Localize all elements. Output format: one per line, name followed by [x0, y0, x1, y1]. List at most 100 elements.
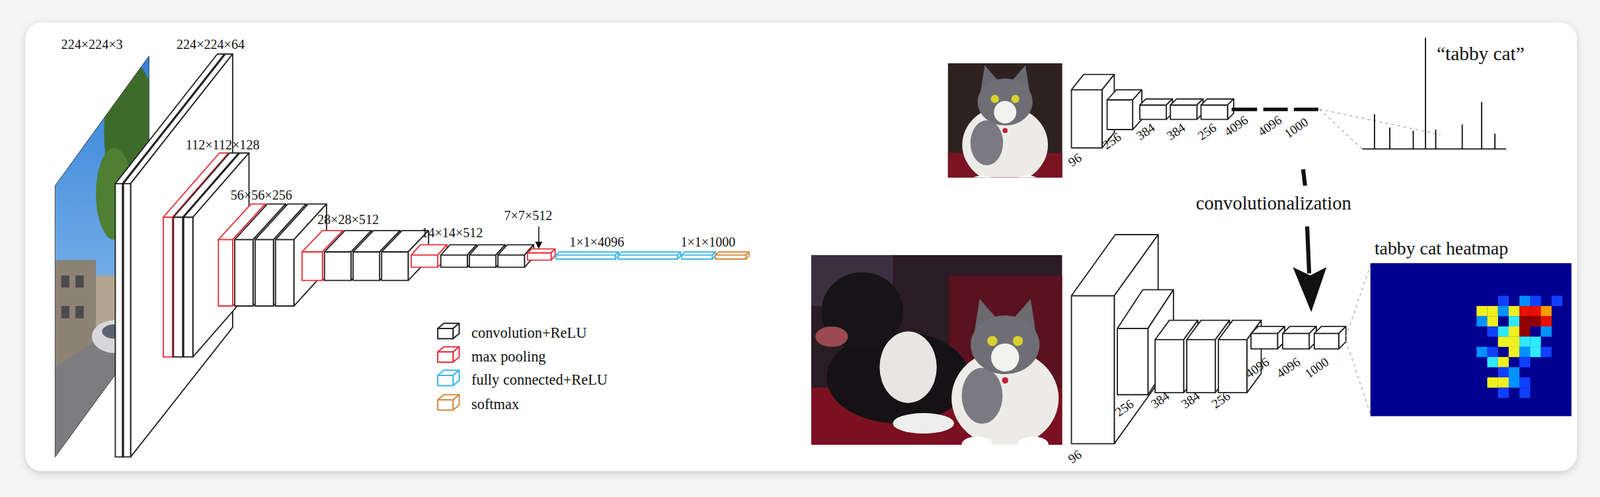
cat [961, 65, 1048, 178]
heatmap [1370, 263, 1572, 417]
cat [951, 298, 1059, 445]
legend-text: max pooling [471, 349, 547, 366]
heatmap-cell [1508, 326, 1520, 338]
heatmap-cell [1540, 326, 1552, 338]
legend-text: fully connected+ReLU [471, 372, 608, 389]
block-front [1071, 296, 1115, 445]
heatmap-cell [1519, 357, 1530, 368]
block-side [452, 370, 459, 386]
block-side [1338, 326, 1347, 350]
cat-paw [961, 437, 993, 445]
block-front [497, 255, 525, 268]
heatmap-cell [1486, 377, 1498, 389]
block-front [1139, 105, 1167, 120]
heatmap-cell [1486, 326, 1498, 338]
heatmap-cell [1508, 316, 1520, 327]
heatmap-cell [1498, 367, 1509, 379]
pointer-line [538, 226, 540, 244]
block-front [1186, 339, 1216, 393]
class-label: “tabby cat” [1436, 42, 1525, 65]
cat-paw [1015, 175, 1040, 178]
layer-block [1314, 326, 1347, 350]
heatmap-cell [1498, 326, 1509, 338]
heatmap-cell [1486, 316, 1498, 327]
layer-block [556, 251, 619, 260]
block-front [115, 183, 123, 458]
block-front [440, 255, 468, 268]
cat-tag [1002, 128, 1008, 134]
heatmap-cell [1529, 336, 1541, 348]
block-front [715, 255, 746, 260]
arrow-head [1292, 267, 1327, 313]
dimension-label: 224×224×3 [61, 37, 123, 52]
block-side [452, 394, 459, 410]
dimension-label: 1×1×1000 [680, 234, 736, 250]
heatmap-cell [1498, 306, 1509, 317]
heatmap-cell [1486, 306, 1498, 317]
block-side [452, 347, 459, 363]
block-front [556, 255, 616, 260]
heatmap-cell [1476, 306, 1487, 317]
cat-head [970, 315, 1040, 375]
block-front [123, 183, 131, 458]
layer-block [1170, 99, 1203, 120]
cat-eye [987, 335, 998, 346]
dimension-label: 14×14×512 [421, 225, 483, 240]
histogram-bar [1389, 127, 1391, 149]
heatmap-cell [1519, 347, 1530, 358]
histogram-bar [1412, 130, 1415, 150]
dimension-label: 56×56×256 [230, 187, 293, 203]
cat-muzzle [991, 343, 1019, 372]
heatmap-cell [1529, 316, 1541, 327]
leader-line [1319, 109, 1363, 149]
heatmap-cell [1519, 306, 1530, 317]
heatmap-cell [1508, 347, 1520, 358]
heatmap-cell [1486, 357, 1498, 368]
block-front [618, 255, 678, 260]
block-front [1107, 99, 1134, 130]
heatmap-cell [1519, 336, 1530, 348]
heatmap-cell [1508, 336, 1520, 348]
block-front [1155, 339, 1184, 393]
fc-bar [1231, 107, 1258, 112]
heatmap-cell [1519, 316, 1530, 327]
cat-eye [1010, 95, 1019, 104]
block-front [1170, 105, 1197, 120]
histogram-bar [1461, 124, 1464, 149]
card-panel [25, 22, 1577, 472]
cat-patch [970, 120, 1003, 166]
heatmap-cell [1519, 377, 1530, 389]
heatmap-cell [1508, 306, 1520, 317]
block-front [255, 240, 274, 307]
dimension-label: 224×224×64 [176, 37, 245, 52]
cat-image [948, 63, 1063, 188]
drawing [50, 37, 1572, 459]
block-front [527, 253, 551, 261]
cat-paw [1018, 437, 1049, 445]
window [75, 275, 84, 289]
heatmap-cell [1529, 296, 1541, 307]
block-side [550, 249, 555, 261]
block-front [469, 255, 496, 268]
heatmap-cell [1508, 377, 1520, 389]
block-front [1282, 333, 1310, 350]
dimension-label: 112×112×128 [185, 137, 260, 153]
cat-patch [961, 367, 1003, 424]
block-front [681, 255, 713, 260]
block-front [353, 251, 380, 281]
legend-swatch [437, 323, 459, 339]
heatmap-cell [1519, 387, 1530, 399]
block-front [163, 217, 173, 358]
layer-block [527, 249, 556, 261]
block-front [275, 240, 295, 307]
histogram-axis [1361, 148, 1507, 150]
block-front [183, 217, 194, 358]
heatmap-cell [1498, 387, 1509, 399]
heatmap-title: tabby cat heatmap [1374, 238, 1509, 260]
arrow-caption: convolutionalization [1196, 193, 1352, 214]
heatmap-cell [1476, 347, 1487, 358]
histogram-bar [1424, 37, 1427, 149]
dog-cat-image [811, 255, 1063, 445]
